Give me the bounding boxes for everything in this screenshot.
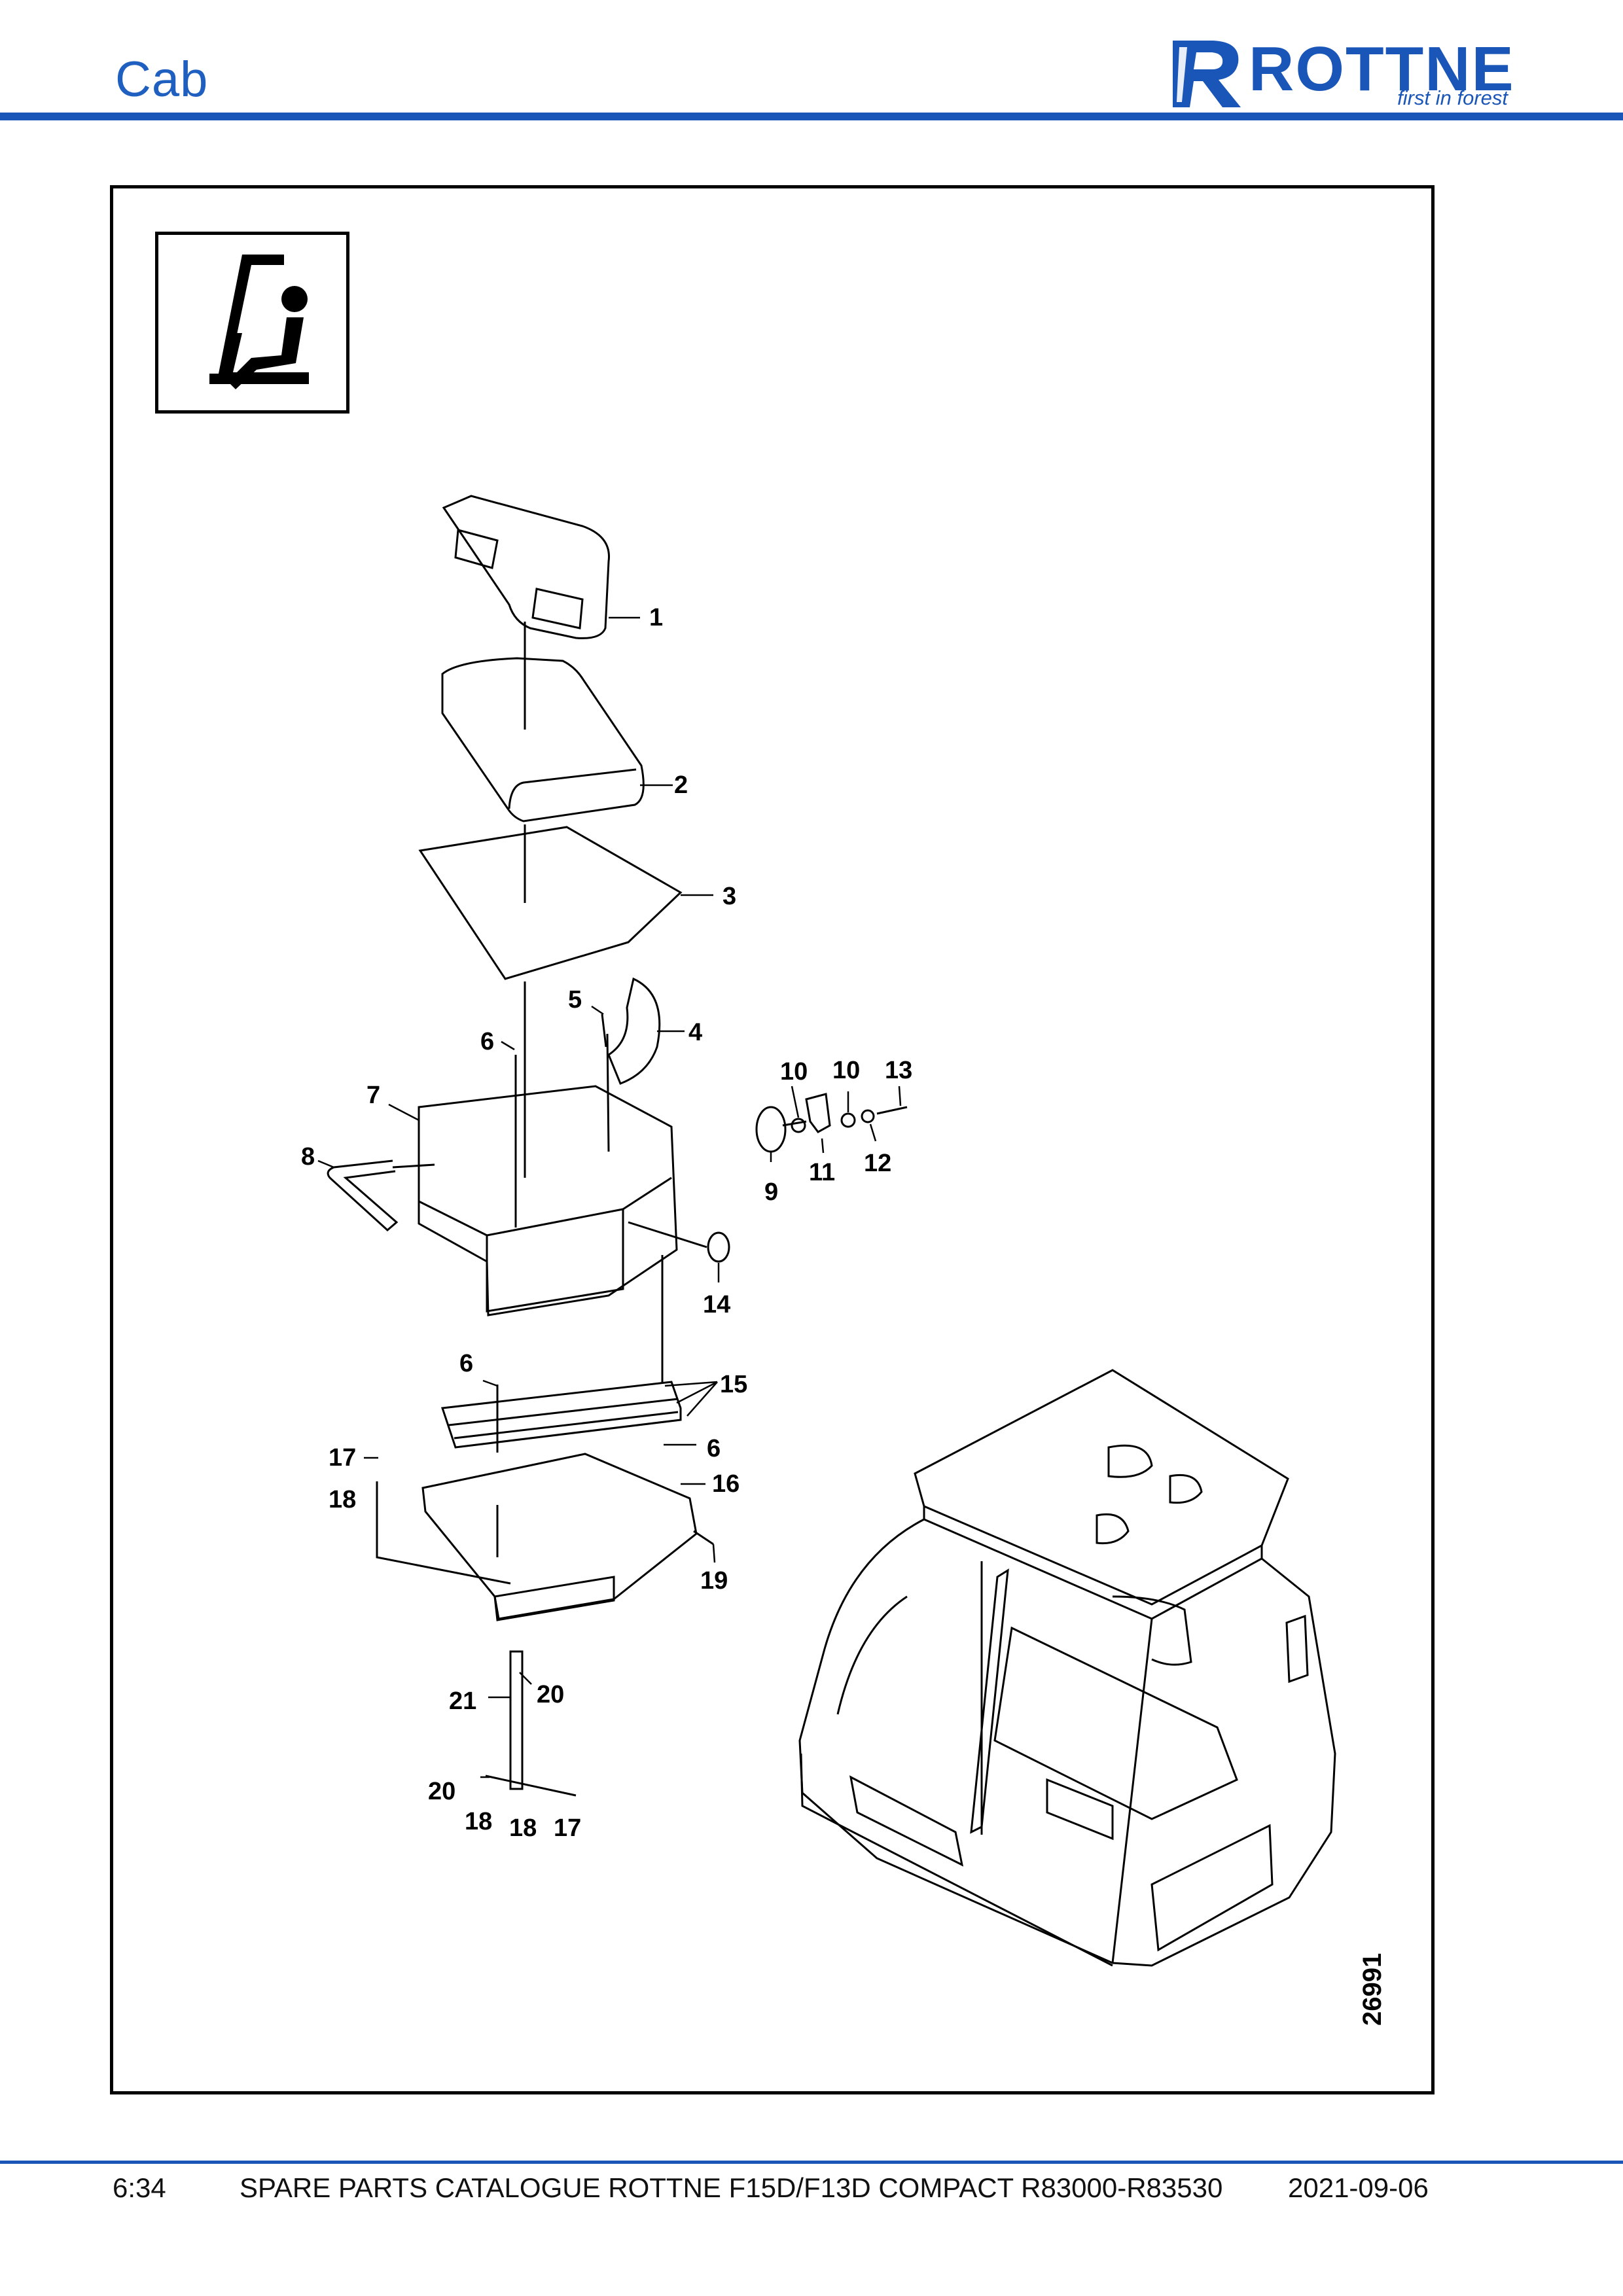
logo-tagline: first in forest <box>1397 86 1508 109</box>
rottne-logo: ROTTNE first in forest <box>1168 34 1515 111</box>
callout-label: 19 <box>700 1567 728 1595</box>
part-7-box <box>418 1085 678 1316</box>
callout-label: 6 <box>707 1435 721 1462</box>
rottne-r-icon <box>1173 41 1241 107</box>
part-9-knob <box>755 1106 787 1153</box>
part-14-grommet <box>707 1231 730 1263</box>
callout-label: 6 <box>480 1028 494 1055</box>
callout-label: 12 <box>864 1150 891 1177</box>
callout-label: 9 <box>764 1178 778 1206</box>
logo-brand: ROTTNE <box>1249 34 1515 104</box>
callout-label: 7 <box>366 1082 380 1109</box>
callout-label: 13 <box>885 1057 912 1084</box>
callout-label: 11 <box>809 1159 835 1186</box>
callout-label: 10 <box>832 1057 860 1084</box>
callout-label: 21 <box>449 1687 476 1715</box>
callout-label: 2 <box>674 771 688 799</box>
footer-catalogue-title: SPARE PARTS CATALOGUE ROTTNE F15D/F13D C… <box>240 2172 1223 2203</box>
callout-label: 8 <box>301 1143 315 1171</box>
part-15-rails <box>440 1381 682 1449</box>
part-3-plate <box>418 826 683 980</box>
callout-label: 20 <box>428 1778 455 1805</box>
part-4-cover <box>607 977 661 1085</box>
part-8-handle <box>327 1159 399 1232</box>
header-rule <box>0 113 1623 120</box>
part-11-bracket <box>805 1093 831 1133</box>
callout-label: 18 <box>329 1486 356 1513</box>
callout-label: 14 <box>703 1291 730 1318</box>
illustration-frame <box>110 185 1435 2094</box>
callout-label: 1 <box>649 604 663 631</box>
callout-label: 17 <box>329 1444 356 1472</box>
part-2-seat-cushion <box>441 657 645 822</box>
callout-labels: 1 2 3 4 5 6 7 8 6 10 10 13 9 11 12 14 15… <box>301 604 1387 2026</box>
part-16-base-plate <box>421 1453 698 1620</box>
footer-page-number: 6:34 <box>113 2172 166 2203</box>
callout-label: 17 <box>554 1814 581 1842</box>
footer-date: 2021-09-06 <box>1288 2172 1429 2203</box>
cab-overview-drawing <box>798 1369 1336 1967</box>
seat-symbol-box <box>155 232 349 414</box>
callout-label: 3 <box>722 883 736 910</box>
callout-label: 18 <box>509 1814 537 1842</box>
callout-label: 6 <box>459 1350 473 1377</box>
callout-label: 20 <box>537 1681 564 1708</box>
callout-label: 18 <box>465 1808 492 1835</box>
part-21-post <box>509 1650 524 1790</box>
page-title: Cab <box>115 52 209 107</box>
callout-label: 15 <box>720 1371 747 1398</box>
callout-label: 5 <box>568 986 582 1014</box>
callout-label: 10 <box>780 1058 808 1086</box>
callout-label: 16 <box>712 1470 740 1498</box>
callout-label: 4 <box>688 1019 702 1046</box>
footer-rule <box>0 2161 1623 2164</box>
part-1-seat-cover <box>442 495 610 639</box>
drawing-number: 26991 <box>1358 1953 1387 2026</box>
seat-icon <box>209 255 309 389</box>
